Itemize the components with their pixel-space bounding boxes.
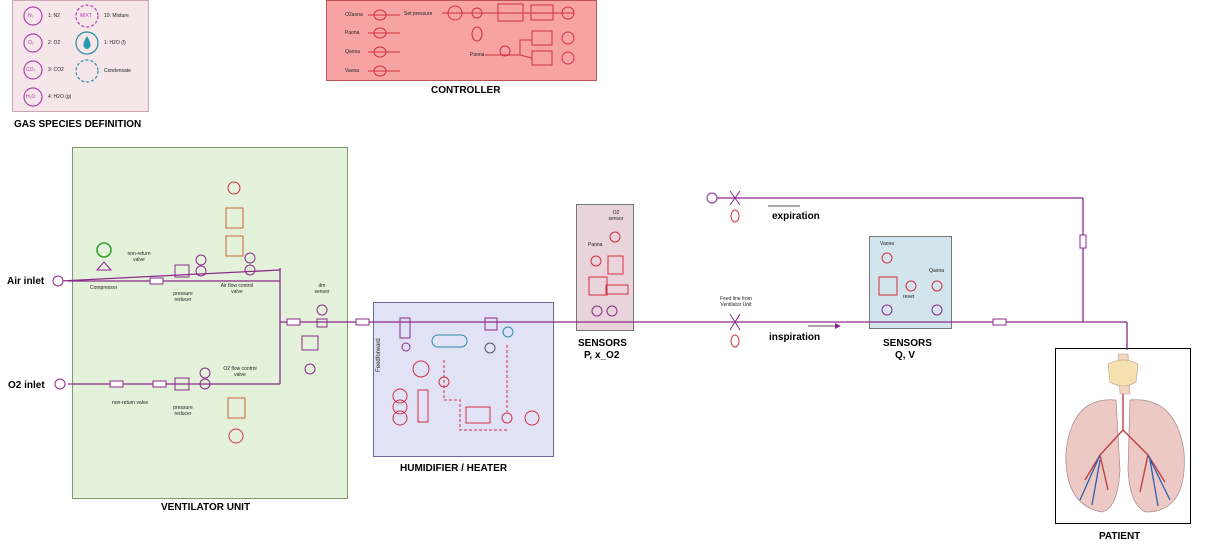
controller-input-qaona: Qaona	[345, 49, 361, 55]
gas-h2o-liquid-label: 1: H2O (l)	[104, 40, 126, 46]
controller-paona: Paona	[470, 52, 485, 58]
air-flow-valve-label: Air flow control valve	[220, 283, 254, 295]
humidifier-title: HUMIDIFIER / HEATER	[400, 463, 508, 474]
air-inlet-label[interactable]: Air inlet	[7, 276, 45, 287]
sensors-p-components	[588, 231, 629, 317]
o2-sensor-icon	[606, 305, 618, 317]
sensors-q-title: SENSORS	[883, 338, 932, 349]
sensors-p-paona-label: Paona	[588, 242, 603, 248]
sensors-p-panel	[576, 204, 634, 331]
o2-flow-valve-label: O2 flow control valve	[223, 366, 257, 378]
feedforward-label: Feedforward	[376, 338, 382, 372]
o2-sensor-label: O2 sensor	[608, 210, 624, 222]
sensors-q-components	[878, 252, 943, 316]
expiration-outlet-icon	[706, 192, 718, 204]
mixture-icon	[75, 4, 99, 28]
gas-n2-label: 1: N2	[48, 13, 60, 19]
volume-sensor-icon	[931, 304, 943, 316]
o2-nonreturn-label: non-return valve	[112, 400, 149, 406]
gas-h2o-label: 4: H2O (g)	[48, 94, 72, 100]
controller-input-o2aona: O2aona	[345, 12, 363, 18]
gas-condensate-label: Condensate	[104, 68, 131, 74]
sensors-q-reset-label: reset	[903, 294, 915, 300]
h2o-gas-icon	[23, 87, 43, 107]
sensors-q-vaona-label: Vaona	[880, 241, 895, 247]
o2-inlet-icon	[54, 378, 66, 390]
gas-n2-symbol: N₂	[28, 13, 34, 19]
line-valves	[729, 190, 841, 348]
water-liquid-icon	[75, 31, 99, 55]
flow-sensor-icon	[881, 304, 893, 316]
sensors-p-subtitle: P, x_O2	[584, 350, 620, 361]
patient-title: PATIENT	[1099, 531, 1141, 542]
sensors-q-qaona-label: Qaona	[929, 268, 945, 274]
controller-blocks	[368, 3, 575, 77]
inspiration-label[interactable]: inspiration	[769, 332, 821, 343]
o2-icon	[23, 33, 43, 53]
dm-sensor-label: dm sensor	[314, 283, 330, 295]
humidifier-panel	[373, 302, 554, 457]
co2-icon	[23, 60, 43, 80]
compressor-icon	[96, 242, 112, 258]
gas-co2-symbol: CO₂	[26, 67, 36, 73]
gas-o2-label: 2: O2	[48, 40, 61, 46]
air-inlet-icon	[52, 275, 64, 287]
controller-input-paona: Paona	[345, 30, 360, 36]
o2-inlet-label[interactable]: O2 inlet	[8, 380, 45, 391]
gas-o2-symbol: O₂	[28, 40, 34, 46]
condensate-icon	[75, 59, 99, 83]
expiration-label[interactable]: expiration	[772, 211, 820, 222]
compressor-label: Compressor	[90, 285, 118, 291]
gas-species-icons	[23, 4, 99, 107]
pipe-fittings	[52, 192, 1087, 390]
gas-mixture-label: 10: Mixture	[104, 13, 129, 19]
feed-line-label: Feed line from Ventilator Unit	[720, 296, 752, 308]
lungs-illustration	[1065, 353, 1185, 513]
air-nonreturn-label: non-return valve	[127, 251, 151, 263]
n2-icon	[23, 6, 43, 26]
gas-co2-label: 3: CO2	[48, 67, 64, 73]
air-pressure-reducer-label: pressure reducer	[173, 291, 193, 303]
pressure-sensor-icon	[591, 305, 603, 317]
gas-species-title: GAS SPECIES DEFINITION	[14, 119, 142, 130]
ventilator-title: VENTILATOR UNIT	[161, 502, 251, 513]
sensors-p-title: SENSORS	[578, 338, 627, 349]
ventilator-components	[95, 181, 328, 444]
pipes	[59, 197, 1128, 385]
controller-set-pressure: Set pressure	[404, 11, 433, 17]
controller-title: CONTROLLER	[431, 85, 501, 96]
controller-input-vaona: Vaona	[345, 68, 360, 74]
ventilator-panel	[72, 147, 348, 499]
humidifier-components	[392, 317, 540, 431]
gas-mixture-symbol: MIXT	[80, 13, 92, 19]
gas-species-panel	[12, 0, 149, 112]
o2-pressure-reducer-label: pressure reducer	[173, 405, 193, 417]
sensors-q-subtitle: Q, V	[895, 350, 916, 361]
gas-h2o-symbol: H₂O	[26, 94, 36, 100]
